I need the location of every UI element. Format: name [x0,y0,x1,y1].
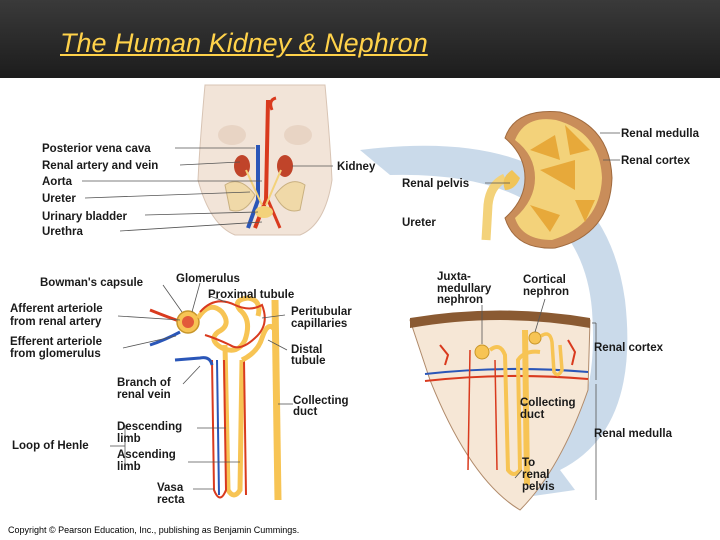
label-afferent-1: Afferent arteriole [10,303,103,315]
label-branch-vein-1: Branch of [117,377,171,389]
label-collecting-duct-r2: duct [520,409,544,421]
label-ureter-body: Ureter [42,193,76,205]
label-renal-cortex-top: Renal cortex [621,155,691,167]
label-renal-medulla-bottom: Renal medulla [594,428,673,440]
label-cortical-1: Cortical [523,274,566,286]
label-to-pelvis-3: pelvis [522,481,555,493]
label-afferent-2: from renal artery [10,316,102,328]
label-posterior-vena-cava: Posterior vena cava [42,143,151,155]
label-distal-1: Distal [291,344,322,356]
label-to-pelvis-2: renal [522,469,550,481]
label-proximal-tubule: Proximal tubule [208,289,294,301]
label-to-pelvis-1: To [522,457,535,469]
nephron-detail [149,295,282,501]
label-vasa-1: Vasa [157,482,184,494]
copyright-notice: Copyright © Pearson Education, Inc., pub… [8,525,299,535]
header-bar: The Human Kidney & Nephron [0,0,720,78]
label-collecting-duct-2: duct [293,406,317,418]
label-loop-of-henle: Loop of Henle [12,440,89,452]
label-collecting-duct-r1: Collecting [520,397,576,409]
label-peritubular-2: capillaries [291,318,347,330]
label-kidney: Kidney [337,161,376,173]
kidney-nephron-diagram: Posterior vena cava Renal artery and vei… [8,84,700,535]
label-ureter-kidney: Ureter [402,217,436,229]
renal-tissue-section [409,310,591,511]
body-illustration [197,84,333,236]
label-bowmans-capsule: Bowman's capsule [40,277,143,289]
label-cortical-2: nephron [523,286,569,298]
label-glomerulus: Glomerulus [176,273,240,285]
label-descending-1: Descending [117,421,182,433]
label-juxta-3: nephron [437,294,483,306]
label-renal-artery-vein: Renal artery and vein [42,160,158,172]
label-ascending-2: limb [117,461,141,473]
label-vasa-2: recta [157,494,185,506]
slide-title: The Human Kidney & Nephron [60,28,428,58]
label-renal-cortex-bottom: Renal cortex [594,342,664,354]
label-branch-vein-2: renal vein [117,389,171,401]
label-urethra: Urethra [42,226,84,238]
label-peritubular-1: Peritubular [291,306,352,318]
label-juxta-2: medullary [437,283,492,295]
label-renal-medulla-top: Renal medulla [621,128,700,140]
label-renal-pelvis-top: Renal pelvis [402,178,469,190]
label-collecting-duct-1: Collecting [293,395,349,407]
label-aorta: Aorta [42,176,73,188]
kidney-cross-section [481,111,613,249]
label-urinary-bladder: Urinary bladder [42,211,128,223]
label-juxta-1: Juxta- [437,271,471,283]
label-ascending-1: Ascending [117,449,176,461]
label-efferent-1: Efferent arteriole [10,336,102,348]
label-descending-2: limb [117,433,141,445]
label-distal-2: tubule [291,355,326,367]
label-efferent-2: from glomerulus [10,348,101,360]
